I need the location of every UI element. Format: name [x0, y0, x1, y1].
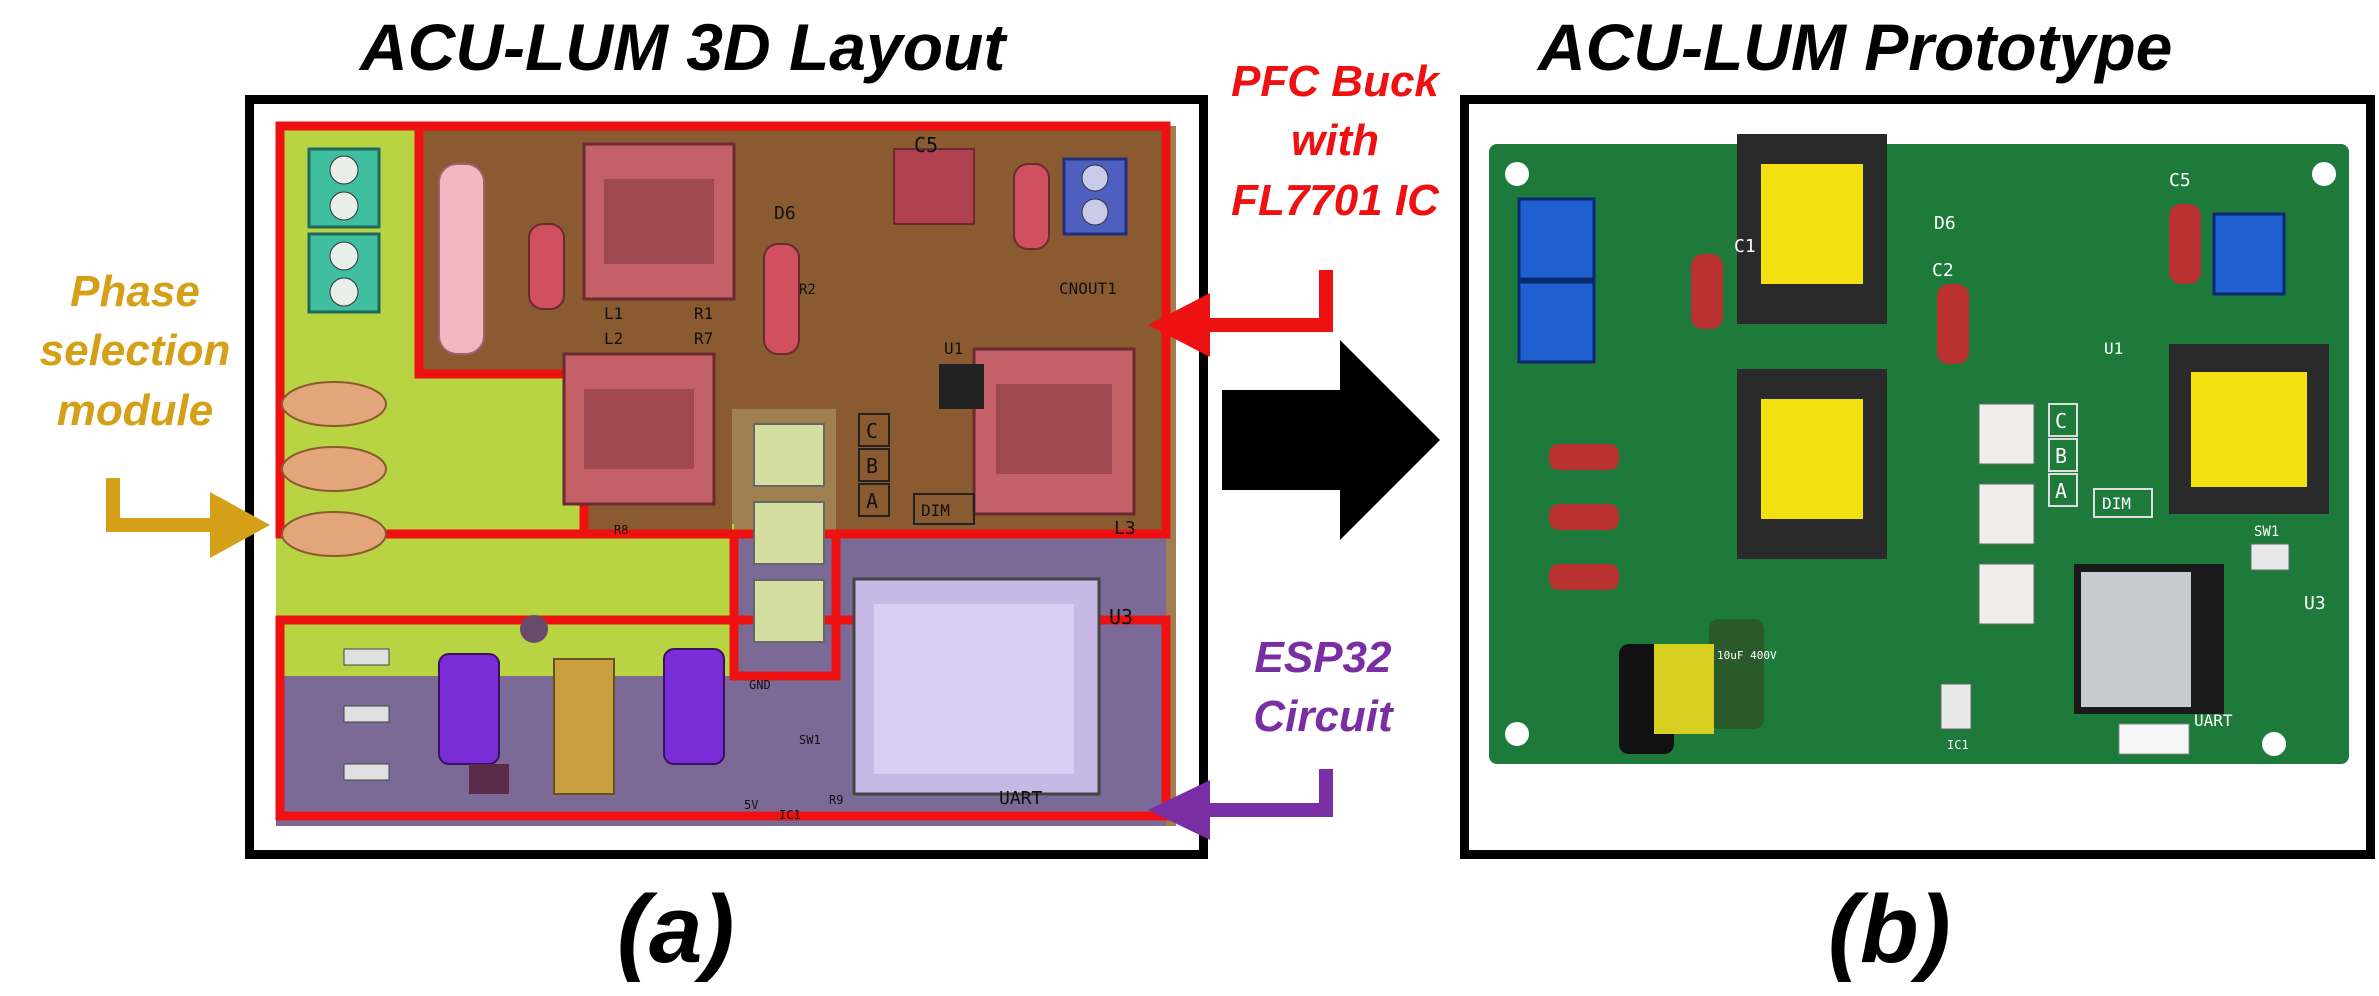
- panel-a-caption: (a): [617, 876, 735, 983]
- pcb-label-r8: R8: [614, 523, 628, 537]
- pcb-label-gnd: GND: [749, 678, 771, 692]
- pcb-label-r1: R1: [694, 304, 713, 323]
- pfc-arrow-icon: [1148, 270, 1333, 357]
- panel-b-title: ACU-LUM Prototype: [1538, 10, 2173, 84]
- pcb-label-sw1: SW1: [799, 733, 821, 747]
- pcb-label-l1: L1: [604, 304, 623, 323]
- phase-selection-annotation: Phase selection module: [20, 262, 250, 440]
- photo-label-c5: C5: [2169, 170, 2191, 191]
- photo-label-c1: C1: [1734, 236, 1756, 257]
- pcb-label-l2: L2: [604, 329, 623, 348]
- pfc-annotation: PFC Buck with FL7701 IC: [1220, 52, 1450, 230]
- pfc-annotation-line2: with: [1291, 116, 1379, 166]
- pcb-label-u3: U3: [1109, 605, 1133, 629]
- photo-label-cap-print: 10uF 400V: [1717, 649, 1777, 662]
- pcb-prototype-photo: C1 C2 C5 D6 U1 U3 SW1 DIM C B A UART IC1…: [1469, 104, 2366, 850]
- photo-label-u3: U3: [2304, 593, 2326, 614]
- transition-arrow-icon: [1222, 340, 1440, 540]
- pcb-label-a: A: [866, 489, 878, 513]
- panel-a-frame: C5 D6 R1 R2 R7 L1 L2 L3 U1 U3 CNOUT1 DIM…: [245, 95, 1208, 859]
- panel-b-frame: C1 C2 C5 D6 U1 U3 SW1 DIM C B A UART IC1…: [1460, 95, 2375, 859]
- phase-annotation-line1: Phase: [70, 267, 200, 316]
- pcb-3d-layout-image: C5 D6 R1 R2 R7 L1 L2 L3 U1 U3 CNOUT1 DIM…: [254, 104, 1199, 850]
- photo-label-uart: UART: [2194, 711, 2233, 730]
- panel-b-caption: (b): [1828, 876, 1951, 983]
- phase-annotation-line2: selection: [39, 326, 231, 376]
- pcb-label-r7: R7: [694, 329, 713, 348]
- pcb-label-u1: U1: [944, 339, 963, 358]
- pcb-label-ic1: IC1: [779, 808, 801, 822]
- photo-label-u1: U1: [2104, 339, 2123, 358]
- pcb-label-r2: R2: [799, 282, 816, 298]
- pcb-label-b: B: [866, 454, 878, 478]
- photo-label-c: C: [2055, 409, 2067, 433]
- esp32-annotation: ESP32 Circuit: [1218, 628, 1428, 747]
- pcb-label-uart: UART: [999, 788, 1043, 809]
- pfc-annotation-line1: PFC Buck: [1231, 57, 1439, 106]
- photo-label-a: A: [2055, 479, 2067, 503]
- photo-label-sw1: SW1: [2254, 524, 2279, 540]
- esp32-annotation-line2: Circuit: [1253, 692, 1393, 742]
- phase-annotation-line3: module: [56, 385, 214, 435]
- photo-label-dim: DIM: [2102, 494, 2131, 513]
- pcb-label-5v: 5V: [744, 798, 758, 812]
- pcb-label-l3: L3: [1114, 518, 1136, 539]
- pfc-annotation-line3: FL7701 IC: [1231, 175, 1439, 225]
- photo-label-ic1: IC1: [1947, 738, 1969, 752]
- pcb-label-dim: DIM: [921, 501, 950, 520]
- pcb-label-r9: R9: [829, 793, 843, 807]
- pcb-label-cnout1: CNOUT1: [1059, 279, 1117, 298]
- photo-label-c2: C2: [1932, 260, 1954, 281]
- photo-label-d6: D6: [1934, 213, 1956, 234]
- panel-a-title: ACU-LUM 3D Layout: [360, 10, 1006, 84]
- pcb-label-c: C: [866, 419, 878, 443]
- photo-label-b: B: [2055, 444, 2067, 468]
- esp32-annotation-line1: ESP32: [1254, 633, 1392, 682]
- esp32-arrow-icon: [1148, 769, 1333, 840]
- pcb-label-c5: C5: [914, 133, 938, 157]
- phase-arrow-icon: [106, 478, 270, 558]
- pcb-label-d6: D6: [774, 203, 796, 224]
